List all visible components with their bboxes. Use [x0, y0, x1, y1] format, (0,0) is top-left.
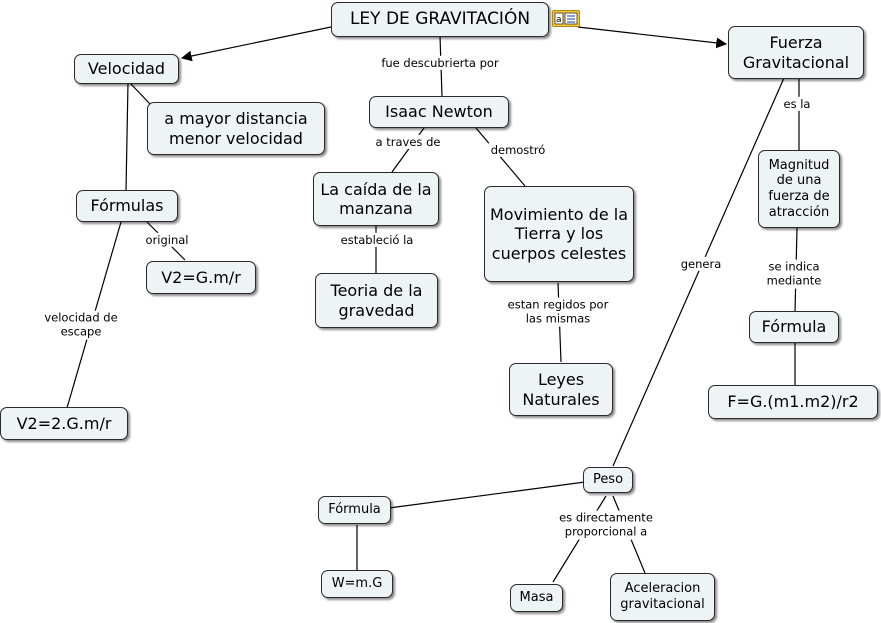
link-label-escape: velocidad de escape [41, 310, 121, 340]
node-movimiento[interactable]: Movimiento de la Tierra y los cuerpos ce… [484, 186, 634, 282]
edge-velocidad-mayor [129, 82, 151, 105]
edge-peso-formulaw [388, 481, 586, 509]
link-label-proporcional: es directamente proporcional a [550, 510, 662, 540]
node-aceleracion[interactable]: Aceleracion gravitacional [610, 573, 715, 621]
link-label-establecio: estableció la [338, 232, 416, 248]
link-label-genera: genera [678, 256, 724, 272]
edge-ley-fuerza [577, 26, 728, 49]
node-ley-de-gravitacion[interactable]: LEY DE GRAVITACIÓN [331, 2, 549, 37]
link-label-a-traves: a traves de [373, 134, 443, 150]
link-label-demostro: demostró [488, 142, 548, 158]
node-formulas[interactable]: Fórmulas [76, 190, 178, 222]
node-caida-manzana[interactable]: La caída de la manzana [313, 172, 439, 226]
link-label-original: original [143, 232, 191, 248]
node-peso[interactable]: Peso [583, 467, 633, 493]
node-w-equation[interactable]: W=m.G [321, 570, 393, 598]
node-teoria-gravedad[interactable]: Teoria de la gravedad [315, 273, 438, 328]
link-label-regidos: estan regidos por las mismas [501, 297, 615, 327]
edge-velocidad-formulas [125, 82, 129, 191]
attached-resource-icon-glyph: a [554, 12, 578, 25]
node-leyes-naturales[interactable]: Leyes Naturales [509, 363, 613, 416]
link-label-se-indica: se indica mediante [759, 259, 829, 289]
node-v2-gmr[interactable]: V2=G.m/r [146, 261, 256, 294]
node-mayor-distancia[interactable]: a mayor distancia menor velocidad [147, 102, 325, 155]
link-label-fue-descubierta: fue descubrierta por [379, 55, 501, 71]
node-isaac-newton[interactable]: Isaac Newton [369, 96, 509, 128]
svg-text:a: a [556, 15, 562, 25]
edge-fuerza-peso [612, 77, 785, 467]
attached-resource-icon[interactable]: a [552, 10, 580, 27]
edge-ley-velocidad [180, 26, 332, 62]
node-f-equation[interactable]: F=G.(m1.m2)/r2 [708, 385, 878, 419]
node-formula-fuerza[interactable]: Fórmula [749, 311, 839, 343]
node-v2-2gmr[interactable]: V2=2.G.m/r [0, 407, 128, 440]
node-magnitud[interactable]: Magnitud de una fuerza de atracción [758, 150, 840, 228]
node-velocidad[interactable]: Velocidad [74, 54, 179, 84]
node-formula-peso[interactable]: Fórmula [318, 496, 391, 524]
node-fuerza-gravitacional[interactable]: Fuerza Gravitacional [728, 26, 864, 79]
link-label-es-la: es la [781, 96, 813, 112]
node-masa[interactable]: Masa [510, 584, 563, 612]
